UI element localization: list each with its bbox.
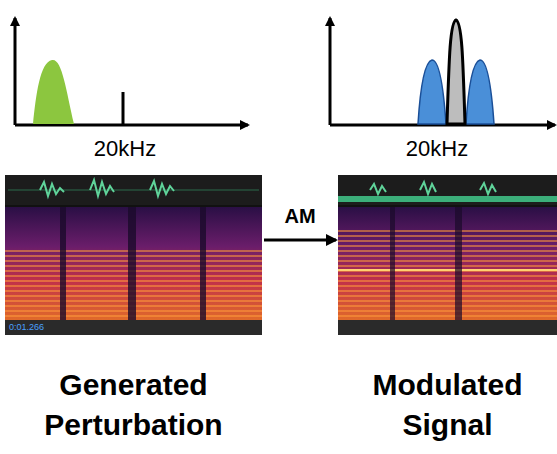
panel: Modulated Signal [338, 175, 557, 445]
spectrum-plot [330, 18, 555, 125]
time-readout: 0:01.266 [9, 322, 44, 332]
spectrum-plot [15, 18, 248, 125]
frequency-label: 20kHz [406, 136, 468, 162]
panel-caption: Generated Perturbation [19, 365, 249, 445]
spectrogram [338, 175, 557, 335]
edge-label: AM [284, 205, 315, 228]
spectrogram [5, 175, 262, 335]
modulation-arrow [264, 239, 336, 242]
panel-caption: Modulated Signal [338, 365, 557, 445]
panel: Generated Perturbation [5, 175, 262, 445]
frequency-label: 20kHz [94, 136, 156, 162]
